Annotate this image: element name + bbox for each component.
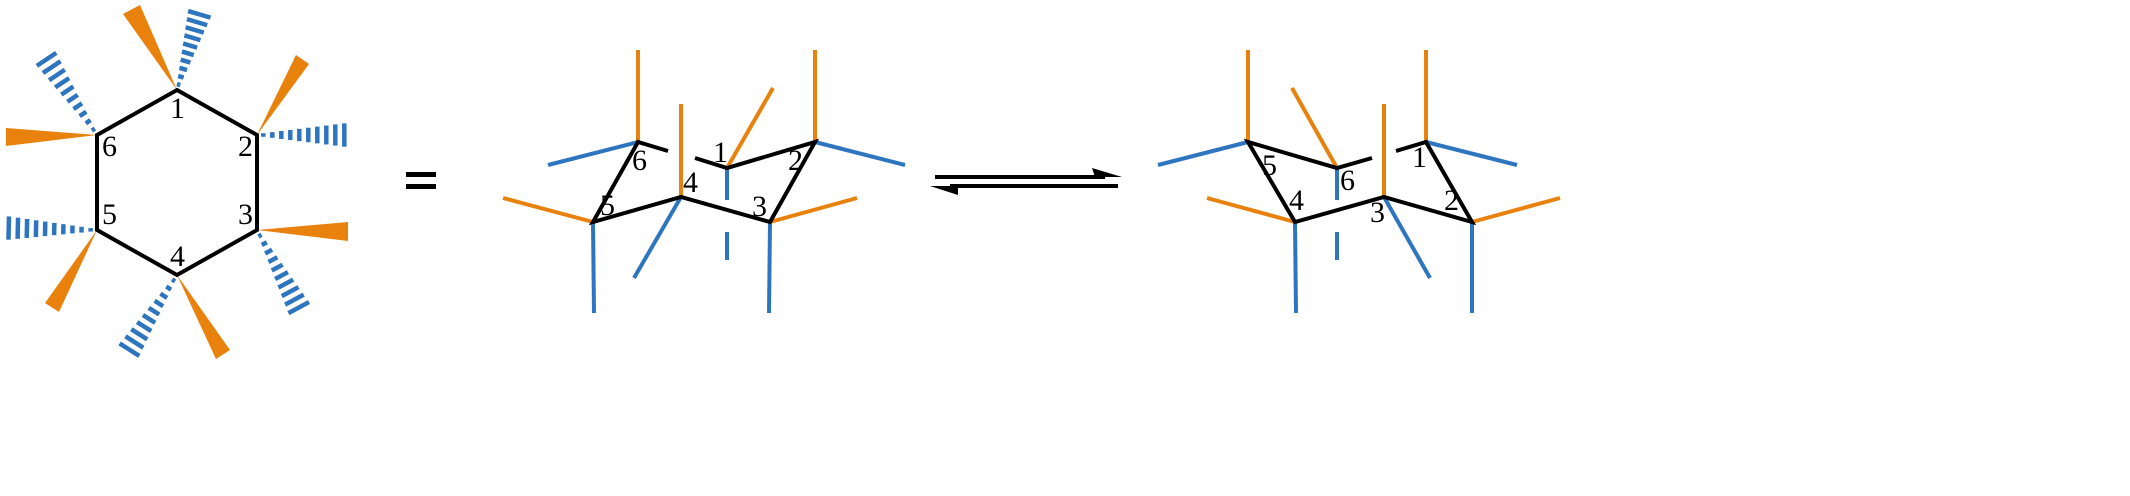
hashed-bond-c6-segment [78, 109, 88, 119]
label-c3: 3 [238, 198, 253, 231]
axial-c3 [767, 221, 772, 314]
hashed-bond-c6-segment [60, 84, 75, 97]
equatorial-c1 [1425, 140, 1518, 167]
hashed-bond-c3-segment [260, 240, 268, 247]
chair-conformer-b: 5 6 1 2 3 4 [1157, 50, 1561, 314]
hashed-bond-c6-segment [72, 101, 84, 111]
hashed-bond-c3-segment [277, 277, 295, 290]
label-c2: 2 [238, 130, 253, 163]
equilibrium-arrows [930, 168, 1122, 195]
hashed-bond-c6-segment [35, 50, 58, 68]
hashed-bond-c4-segment [147, 305, 161, 317]
wedge-c6 [6, 128, 97, 146]
equals-sign [406, 172, 436, 189]
hashed-bond-c3-segment [280, 285, 300, 299]
hashed-bond-c6-segment [66, 93, 79, 104]
wedge-c3 [257, 222, 348, 241]
hashed-bond-c3-segment [270, 262, 284, 273]
hashed-bond-c1-segment [183, 33, 202, 43]
axial-c4 [1293, 221, 1298, 314]
label-c4: 4 [170, 240, 185, 273]
hashed-bond-c3-segment [284, 292, 305, 307]
hashed-bond-c6-segment [53, 76, 71, 90]
wedge-c5 [45, 230, 97, 312]
equatorial-c4 [1206, 196, 1296, 224]
hashed-bond-c3-segment [287, 300, 311, 316]
hashed-bond-c4-segment [118, 341, 141, 358]
label-c2: 2 [788, 144, 803, 177]
hashed-bond-c4-segment [141, 313, 157, 325]
hashed-bond-c4-segment [170, 277, 177, 284]
hashed-bond-c6-segment [84, 118, 92, 126]
hashed-bond-c5-segment [6, 216, 12, 240]
hashed-bond-c4-segment [165, 284, 173, 292]
label-c3: 3 [1370, 196, 1385, 229]
hashed-bond-c1-segment [181, 49, 195, 58]
label-c5: 5 [102, 198, 117, 231]
equatorial-c5 [502, 196, 594, 224]
hashed-bond-c3-segment [257, 232, 263, 239]
hashed-bond-c1-segment [177, 73, 185, 80]
label-c2: 2 [1444, 184, 1459, 217]
hashed-bond-c1-segment [184, 25, 205, 35]
hashed-bond-c6-segment [47, 67, 67, 83]
hashed-bond-c1-segment [178, 65, 188, 73]
hashed-bond-c1-segment [187, 8, 212, 20]
hashed-bond-c6-segment [41, 59, 62, 75]
hashed-bond-c4-segment [135, 320, 153, 333]
equatorial-c3 [769, 196, 858, 224]
label-c1: 1 [1412, 141, 1427, 174]
equatorial-c6 [547, 140, 639, 167]
equatorial-c6 [1290, 87, 1339, 169]
label-c1: 1 [713, 136, 728, 169]
wedge-c2 [257, 55, 309, 135]
hashed-bond-c3-segment [267, 255, 279, 264]
label-c6: 6 [632, 144, 647, 177]
hashed-bond-c1-segment [176, 81, 181, 88]
hashed-bond-c4-segment [124, 334, 145, 350]
hashed-bond-c1-segment [186, 16, 208, 28]
chair-ring [588, 138, 820, 226]
hashed-bond-c6-segment [90, 126, 97, 133]
hashed-bond-c3-segment [274, 270, 289, 282]
label-c5: 5 [600, 189, 615, 222]
wedge-c1 [123, 5, 177, 90]
label-c6: 6 [1340, 164, 1355, 197]
equatorial-c3 [1382, 196, 1432, 279]
chair-ring [1243, 138, 1477, 226]
hashed-bond-c3-segment [264, 247, 274, 256]
label-c1: 1 [170, 92, 185, 125]
chair-conformer-a: 6 1 2 3 4 5 [502, 50, 906, 314]
label-c4: 4 [683, 166, 698, 199]
equatorial-c5 [1157, 140, 1249, 167]
hashed-bond-c1-segment [182, 41, 198, 50]
wedge-bonds [6, 5, 348, 359]
axial-c5 [591, 221, 596, 314]
hashed-bond-c4-segment [159, 291, 169, 300]
equatorial-c1 [725, 87, 775, 169]
label-c3: 3 [752, 190, 767, 223]
label-c6: 6 [102, 130, 117, 163]
planar-ring: 1 2 3 4 5 6 [6, 5, 348, 359]
label-c5: 5 [1262, 149, 1277, 182]
equatorial-c4 [632, 195, 683, 280]
hashed-bonds [6, 8, 347, 358]
hashed-bond-c1-segment [180, 57, 192, 65]
label-c4: 4 [1289, 184, 1304, 217]
hashed-bond-c4-segment [130, 327, 149, 342]
hashed-bond-c4-segment [153, 298, 165, 309]
wedge-c4 [177, 275, 230, 359]
hexagon-ring [95, 87, 259, 278]
equatorial-c2 [814, 140, 906, 167]
equatorial-c2 [1471, 196, 1561, 224]
